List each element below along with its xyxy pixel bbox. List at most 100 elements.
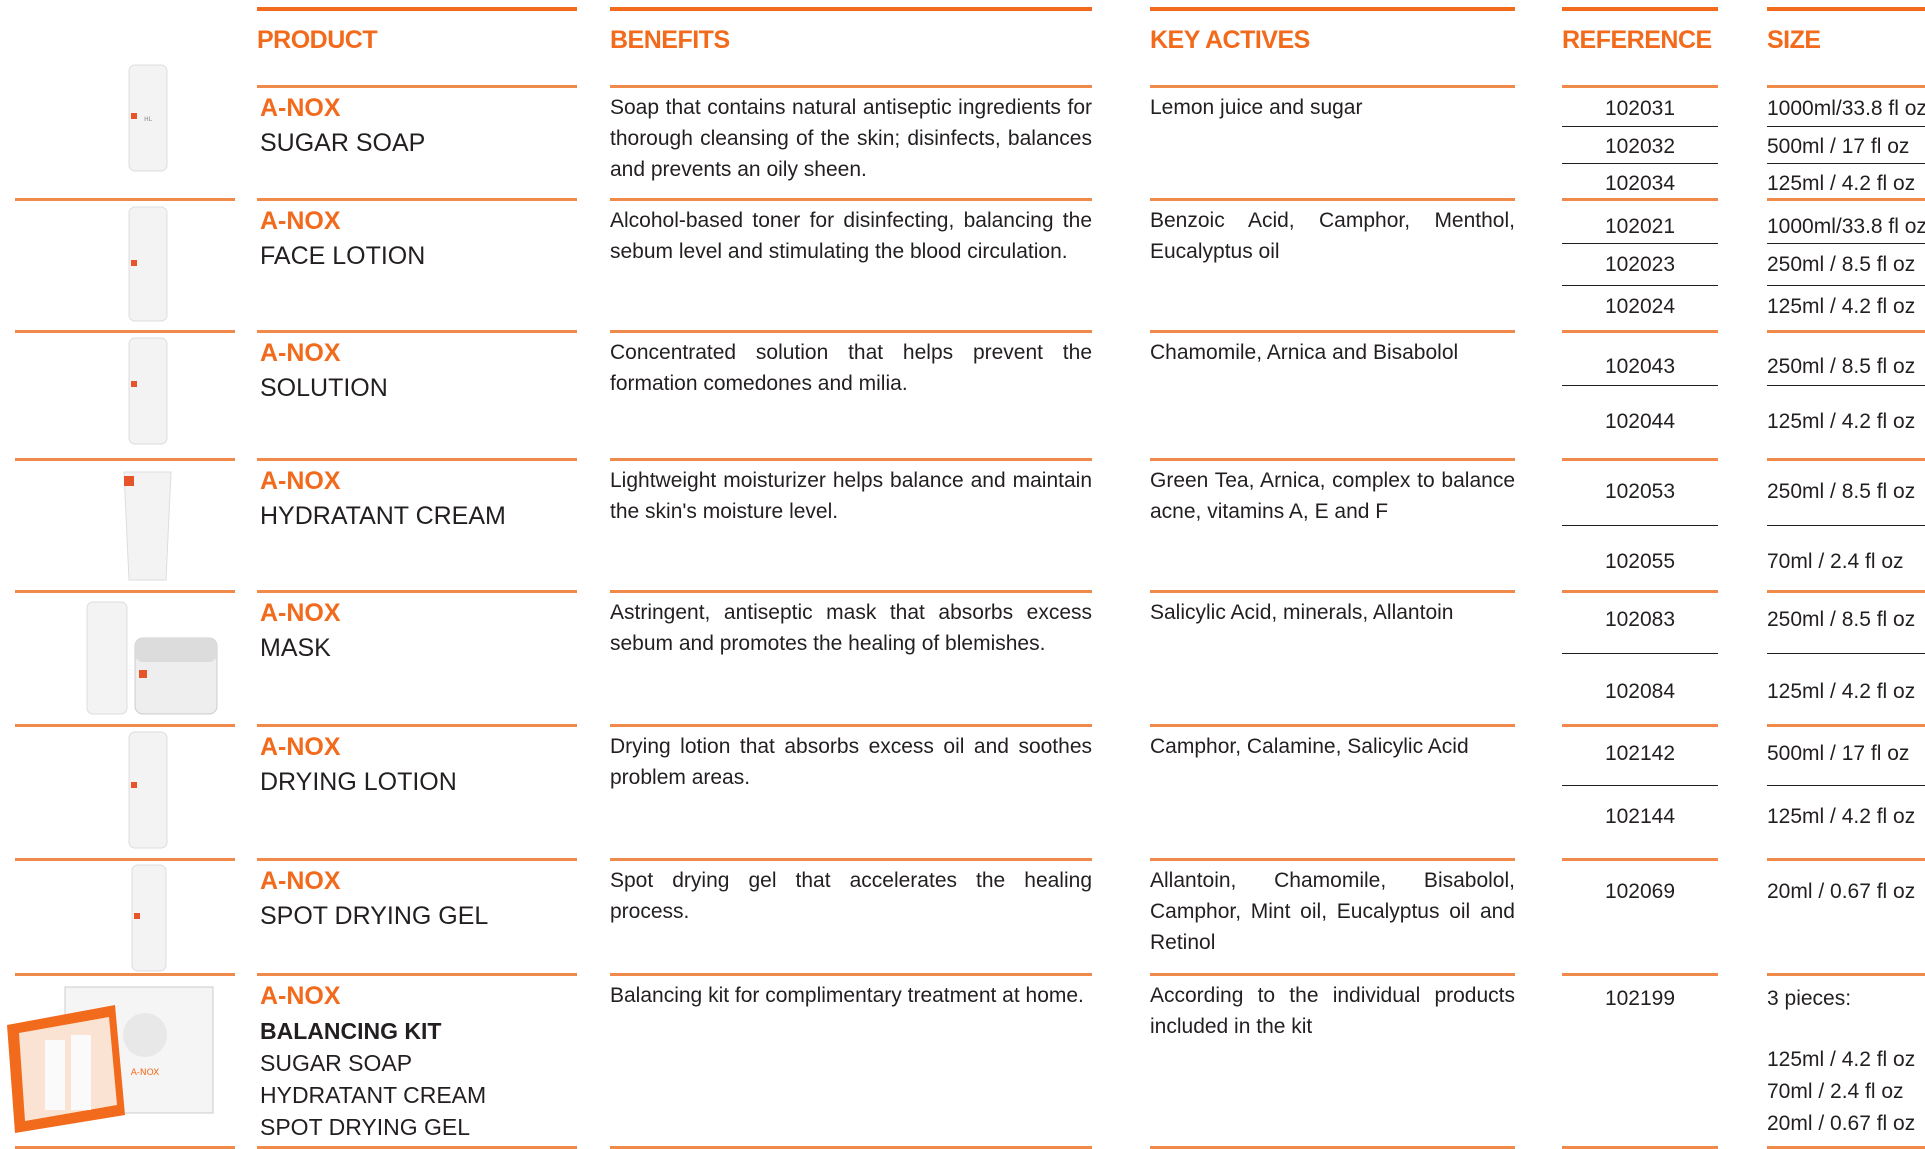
reference-number: 102199 <box>1604 987 1676 1010</box>
reference-number: 102043 <box>1604 355 1676 378</box>
product-key-actives: Camphor, Calamine, Salicylic Acid <box>1150 735 1469 758</box>
row-divider <box>15 330 235 333</box>
row-divider <box>1150 330 1515 333</box>
reference-separator <box>1562 285 1718 286</box>
row-divider <box>1562 330 1718 333</box>
header-bar-product <box>257 7 577 11</box>
row-divider <box>257 724 577 727</box>
hl-logo-text: HL <box>144 116 153 123</box>
size-separator <box>1767 525 1925 526</box>
size-separator <box>1767 243 1925 244</box>
reference-number: 102034 <box>1604 172 1676 195</box>
reference-number: 102069 <box>1604 880 1676 903</box>
kit-item: SPOT DRYING GEL <box>260 1114 471 1140</box>
row-divider <box>1767 198 1925 201</box>
product-brand: A-NOX <box>260 94 341 122</box>
reference-separator <box>1562 243 1718 244</box>
product-key-actives: Chamomile, Arnica and Bisabolol <box>1150 341 1459 364</box>
size-value: 250ml / 8.5 fl oz <box>1767 480 1916 503</box>
row-divider <box>1767 458 1925 461</box>
row-divider <box>610 198 1092 201</box>
drying-lotion-bottle-image <box>127 730 169 855</box>
reference-number: 102021 <box>1604 215 1676 238</box>
product-key-actives: Benzoic Acid, Camphor, Menthol, Eucalypt… <box>1150 209 1515 263</box>
product-benefits: Astringent, antiseptic mask that absorbs… <box>610 601 1092 655</box>
row-divider <box>1562 973 1718 976</box>
product-benefits: Drying lotion that absorbs excess oil an… <box>610 735 1092 789</box>
row-divider <box>1150 590 1515 593</box>
size-value: 125ml / 4.2 fl oz <box>1767 680 1916 703</box>
product-brand: A-NOX <box>260 733 341 761</box>
row-divider <box>257 198 577 201</box>
table-bottom-rule <box>1767 1146 1925 1149</box>
size-value: 500ml / 17 fl oz <box>1767 135 1910 158</box>
row-divider <box>1767 330 1925 333</box>
reference-number: 102055 <box>1604 550 1676 573</box>
row-divider <box>257 330 577 333</box>
size-separator <box>1767 163 1925 164</box>
product-benefits: Concentrated solution that helps prevent… <box>610 341 1092 395</box>
row-divider <box>15 458 235 461</box>
size-value: 250ml / 8.5 fl oz <box>1767 608 1916 631</box>
row-divider <box>15 724 235 727</box>
row-divider <box>15 973 235 976</box>
product-benefits: Balancing kit for complimentary treatmen… <box>610 984 1084 1007</box>
size-value: 500ml / 17 fl oz <box>1767 742 1910 765</box>
size-value: 125ml / 4.2 fl oz <box>1767 1048 1916 1071</box>
product-brand: A-NOX <box>260 339 341 367</box>
row-divider <box>1767 973 1925 976</box>
size-value: 20ml / 0.67 fl oz <box>1767 880 1916 903</box>
size-separator <box>1767 785 1925 786</box>
product-brand: A-NOX <box>260 467 341 495</box>
size-value: 20ml / 0.67 fl oz <box>1767 1112 1916 1135</box>
row-divider <box>15 198 235 201</box>
product-brand: A-NOX <box>260 207 341 235</box>
column-header-reference: REFERENCE <box>1562 26 1712 54</box>
size-value: 70ml / 2.4 fl oz <box>1767 550 1904 573</box>
row-divider <box>1562 858 1718 861</box>
size-value: 125ml / 4.2 fl oz <box>1767 295 1916 318</box>
reference-number: 102024 <box>1604 295 1676 318</box>
row-divider <box>1767 858 1925 861</box>
reference-separator <box>1562 126 1718 127</box>
size-separator <box>1767 385 1925 386</box>
row-divider <box>1150 973 1515 976</box>
table-bottom-rule <box>610 1146 1092 1149</box>
size-separator <box>1767 653 1925 654</box>
column-header-product: PRODUCT <box>257 26 378 54</box>
column-header-key-actives: KEY ACTIVES <box>1150 26 1310 54</box>
column-header-benefits: BENEFITS <box>610 26 730 54</box>
row-divider <box>1150 858 1515 861</box>
face-lotion-bottle-image <box>127 205 169 328</box>
table-bottom-rule <box>257 1146 577 1149</box>
row-divider <box>15 858 235 861</box>
row-divider <box>257 590 577 593</box>
row-divider <box>15 590 235 593</box>
reference-number: 102144 <box>1604 805 1676 828</box>
size-value: 125ml / 4.2 fl oz <box>1767 172 1916 195</box>
header-bar-size <box>1767 7 1925 11</box>
row-divider <box>1150 724 1515 727</box>
row-divider <box>1562 85 1718 88</box>
reference-separator <box>1562 385 1718 386</box>
row-divider <box>610 973 1092 976</box>
size-value: 1000ml/33.8 fl oz <box>1767 215 1925 238</box>
reference-number: 102142 <box>1604 742 1676 765</box>
size-separator <box>1767 126 1925 127</box>
row-divider <box>610 85 1092 88</box>
reference-separator <box>1562 653 1718 654</box>
product-key-actives: According to the individual products inc… <box>1150 984 1515 1038</box>
reference-separator <box>1562 785 1718 786</box>
reference-number: 102083 <box>1604 608 1676 631</box>
size-value: 125ml / 4.2 fl oz <box>1767 410 1916 433</box>
size-value: 125ml / 4.2 fl oz <box>1767 805 1916 828</box>
header-bar-benefits <box>610 7 1092 11</box>
table-bottom-rule <box>1562 1146 1718 1149</box>
size-value: 250ml / 8.5 fl oz <box>1767 355 1916 378</box>
reference-number: 102023 <box>1604 253 1676 276</box>
product-name: MASK <box>260 634 331 662</box>
mask-jar-image <box>85 600 220 723</box>
row-divider <box>1767 724 1925 727</box>
row-divider <box>1767 590 1925 593</box>
product-brand: A-NOX <box>260 867 341 895</box>
